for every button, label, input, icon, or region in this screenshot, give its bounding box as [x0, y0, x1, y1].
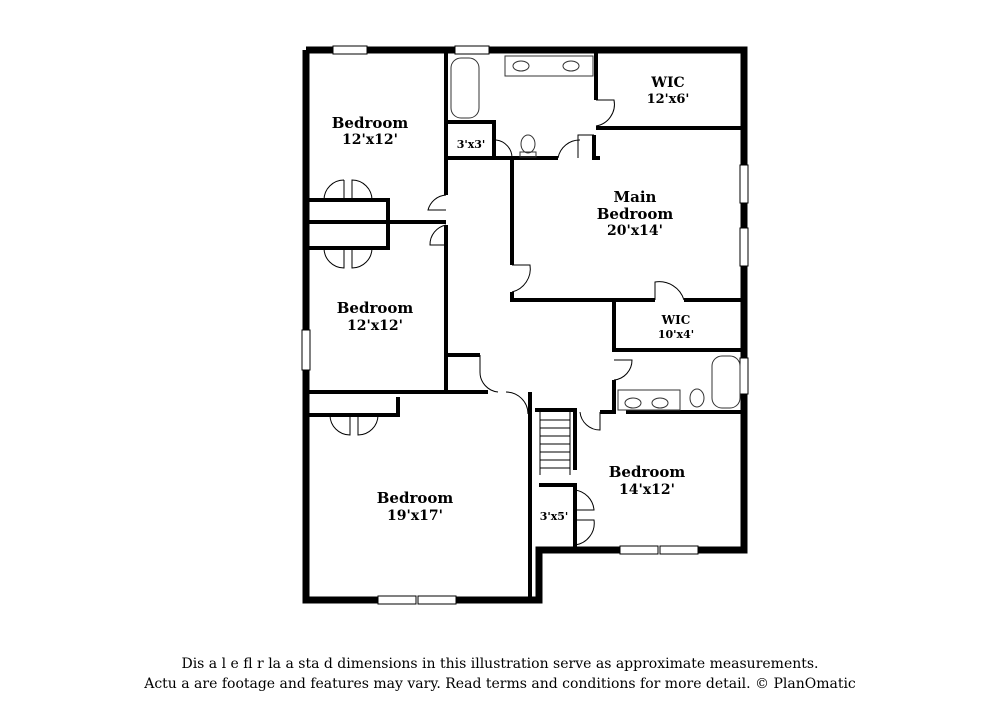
door [654, 281, 685, 301]
room-dims: 12'x6' [647, 92, 690, 107]
closet-door [329, 414, 379, 436]
sink-icon [624, 397, 642, 409]
interior-walls [309, 53, 741, 600]
window [301, 329, 311, 371]
room-name: Main [614, 188, 657, 206]
toilet-icon [689, 388, 705, 408]
door [505, 391, 529, 415]
room-name: Bedroom [377, 489, 454, 507]
room-name: Bedroom [609, 463, 686, 481]
door [557, 139, 581, 159]
room-name: WIC [661, 313, 691, 327]
window [739, 357, 749, 395]
door [511, 264, 531, 293]
vanity-icon [617, 389, 681, 411]
window [377, 595, 417, 605]
fixtures [450, 55, 741, 411]
bathtub-icon [711, 355, 741, 409]
closet-door [323, 247, 373, 269]
door [574, 489, 595, 546]
window [659, 545, 699, 555]
room-dims: 3'x3' [457, 138, 486, 151]
door [579, 411, 601, 431]
doors [323, 99, 685, 546]
room-dims: 10'x4' [658, 328, 694, 341]
window [417, 595, 457, 605]
door [595, 99, 615, 127]
window [739, 164, 749, 204]
sink-icon [651, 397, 669, 409]
room-name: Bedroom [332, 114, 409, 132]
window [454, 45, 490, 55]
room-name: Bedroom [597, 205, 674, 223]
disclaimer-line-1: Dis a l e fl r la a sta d dimensions in … [181, 656, 819, 672]
room-dims: 20'x14' [607, 223, 663, 239]
room-dims: 19'x17' [387, 508, 443, 524]
window [332, 45, 368, 55]
room-name: Bedroom [337, 299, 414, 317]
vanity-icon [504, 55, 594, 77]
door [577, 134, 594, 158]
door [613, 359, 633, 381]
closet-door [323, 179, 373, 201]
room-labels: Bedroom 12'x12' Bedroom 12'x12' Bedroom … [332, 75, 694, 524]
toilet-icon [520, 134, 536, 154]
room-dims: 12'x12' [347, 318, 403, 334]
door [427, 194, 447, 211]
sink-icon [512, 60, 530, 72]
door [429, 224, 447, 246]
window [739, 227, 749, 267]
bathtub-icon [450, 57, 480, 119]
room-name: WIC [650, 75, 684, 91]
door [495, 139, 513, 159]
stairs [539, 412, 571, 475]
disclaimer-line-2: Actu a are footage and features may vary… [144, 676, 856, 692]
toilet-tank-icon [519, 151, 537, 158]
room-dims: 3'x5' [540, 510, 569, 523]
window [619, 545, 659, 555]
sink-icon [562, 60, 580, 72]
exterior-walls [302, 46, 748, 604]
room-dims: 12'x12' [342, 132, 398, 148]
floor-plan: Bedroom 12'x12' Bedroom 12'x12' Bedroom … [301, 45, 749, 605]
room-dims: 14'x12' [619, 482, 675, 498]
door [479, 355, 499, 393]
